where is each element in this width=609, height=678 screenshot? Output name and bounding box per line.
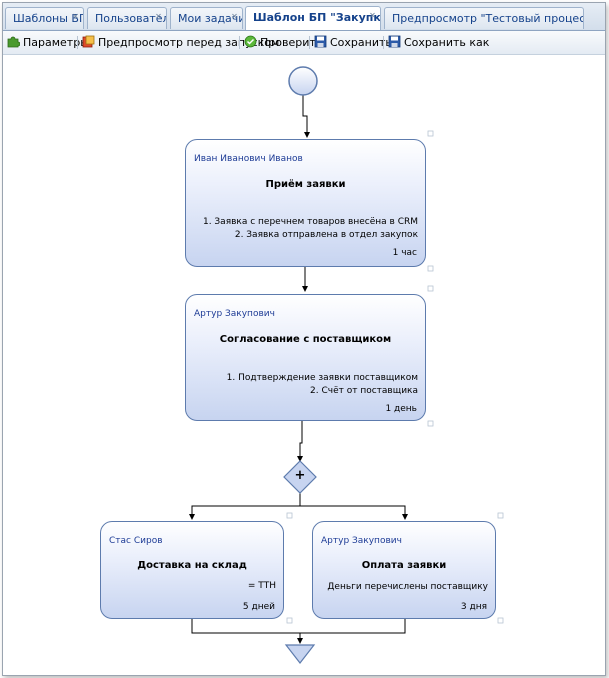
task-node-payment[interactable]: Артур Закупович Оплата заявки Деньги пер… (312, 521, 496, 619)
resize-handle (286, 617, 293, 624)
assignee-label: Стас Сиров (109, 536, 163, 546)
toolbar: Параметры Предпросмотр перед запуском Пр… (3, 31, 605, 55)
tab-template-purchases[interactable]: Шаблон БП "Закупки 5" ✕ (245, 6, 381, 30)
separator (309, 36, 310, 49)
resize-handle (427, 285, 434, 292)
preview-label: Предпросмотр перед запуском (98, 36, 280, 49)
end-gateway (284, 644, 316, 664)
task-steps: 1. Заявка с перечнем товаров внесёна в C… (203, 216, 418, 242)
task-duration: 3 дня (460, 602, 487, 612)
tab-label: Пользователи (95, 12, 166, 25)
save-button[interactable]: Сохранить (314, 34, 392, 51)
tab-label: Шаблоны БП (13, 12, 84, 25)
gateway-symbol: + (294, 468, 306, 483)
connector (302, 95, 310, 138)
separator (77, 36, 78, 49)
resize-handle (427, 265, 434, 272)
task-step: 1. Подтверждение заявки поставщиком (226, 373, 418, 383)
task-title: Согласование с поставщиком (219, 334, 392, 345)
preview-icon (82, 35, 95, 48)
tab-preview-process[interactable]: Предпросмотр "Тестовый процесс "Закупки"… (384, 7, 584, 29)
connector (300, 617, 406, 634)
resize-handle (497, 617, 504, 624)
assignee-label: Иван Иванович Иванов (194, 154, 303, 164)
save-label: Сохранить (330, 36, 392, 49)
resize-handle (427, 130, 434, 137)
tab-label: Предпросмотр "Тестовый процесс "Закупки"… (392, 12, 583, 25)
task-steps: 1. Подтверждение заявки поставщиком 2. С… (227, 372, 418, 398)
assignee-label: Артур Закупович (194, 309, 275, 319)
task-step: 2. Заявка отправлена в отдел закупок (234, 230, 418, 240)
close-icon[interactable]: ✕ (72, 12, 79, 21)
tab-label: Мои задачи (178, 12, 243, 25)
task-duration: 1 час (392, 248, 417, 258)
resize-handle (286, 512, 293, 519)
tab-my-tasks[interactable]: Мои задачи ✕ (170, 7, 243, 29)
task-title: Оплата заявки (361, 560, 447, 571)
params-button[interactable]: Параметры (7, 34, 89, 51)
check-label: Проверить (260, 36, 323, 49)
task-title: Приём заявки (265, 179, 346, 190)
task-duration: 5 дней (242, 602, 275, 612)
close-icon[interactable]: ✕ (155, 12, 162, 21)
save-as-button[interactable]: Сохранить как (388, 34, 489, 51)
save-as-label: Сохранить как (404, 36, 490, 49)
task-node-receive-order[interactable]: Иван Иванович Иванов Приём заявки 1. Зая… (185, 139, 426, 267)
assignee-label: Артур Закупович (321, 536, 402, 546)
connector (191, 617, 303, 644)
tab-bar: Шаблоны БП ✕ Пользователи ✕ Мои задачи ✕… (3, 3, 605, 31)
floppy-icon (314, 35, 327, 48)
parallel-gateway (283, 460, 317, 494)
separator (239, 36, 240, 49)
connectors (189, 66, 504, 664)
task-step: = ТТН (247, 581, 276, 591)
close-icon[interactable]: ✕ (231, 12, 238, 21)
task-step: Деньги перечислены поставщику (327, 582, 488, 592)
tab-templates[interactable]: Шаблоны БП ✕ (5, 7, 84, 29)
task-duration: 1 день (385, 404, 417, 414)
task-steps: Деньги перечислены поставщику (327, 581, 488, 594)
tab-label: Шаблон БП "Закупки 5" (253, 11, 381, 24)
task-steps: = ТТН (248, 580, 276, 593)
connector (189, 493, 301, 520)
tab-users[interactable]: Пользователи ✕ (87, 7, 167, 29)
task-step: 1. Заявка с перечнем товаров внесёна в C… (202, 217, 418, 227)
resize-handle (497, 512, 504, 519)
connector (297, 419, 303, 462)
check-icon (244, 35, 257, 48)
process-canvas[interactable]: + Иван Иванович Иванов Приём заявки 1. З… (3, 55, 605, 675)
resize-handle (427, 420, 434, 427)
close-icon[interactable]: ✕ (369, 11, 376, 20)
start-event (288, 66, 318, 96)
puzzle-icon (7, 36, 20, 48)
connector (300, 505, 408, 520)
check-button[interactable]: Проверить (244, 34, 322, 51)
separator (383, 36, 384, 49)
floppy-icon (388, 35, 401, 48)
task-title: Доставка на склад (137, 560, 247, 571)
task-node-delivery[interactable]: Стас Сиров Доставка на склад = ТТН 5 дне… (100, 521, 284, 619)
preview-button[interactable]: Предпросмотр перед запуском (82, 34, 279, 51)
task-node-supplier-approval[interactable]: Артур Закупович Согласование с поставщик… (185, 294, 426, 421)
params-label: Параметры (23, 36, 89, 49)
task-step: 2. Счёт от поставщика (310, 386, 418, 396)
